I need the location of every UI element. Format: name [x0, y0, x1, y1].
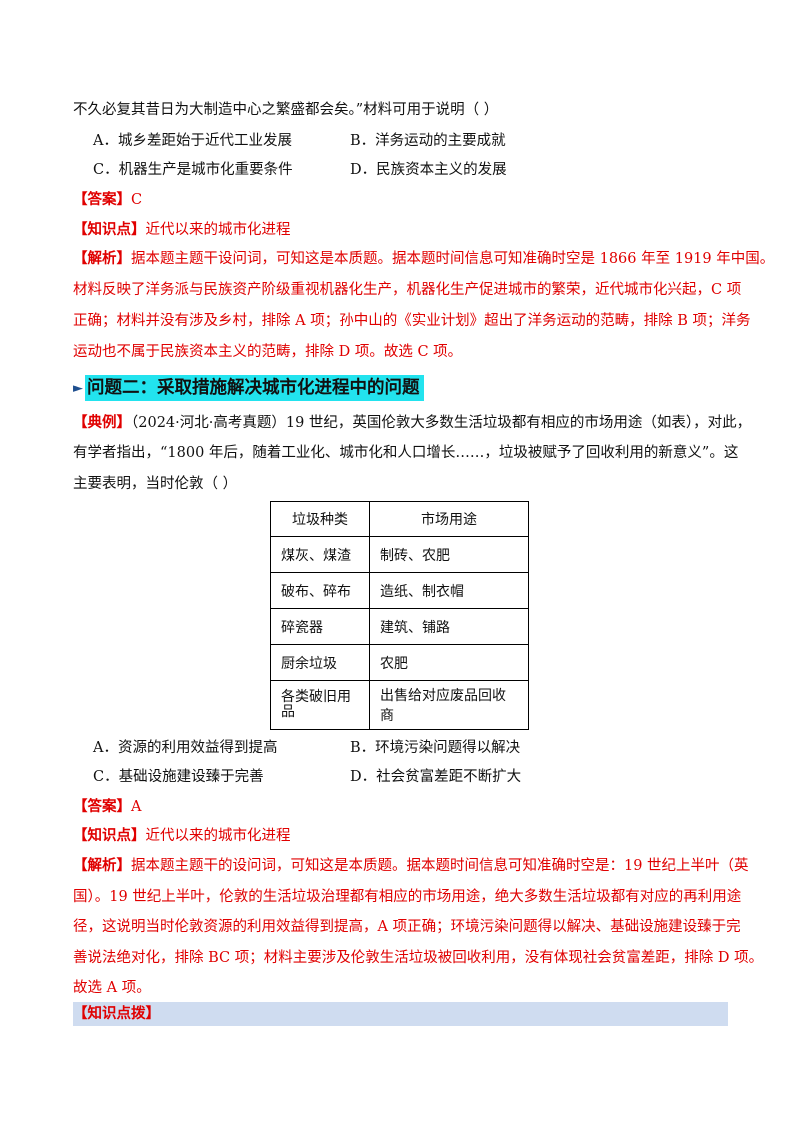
q2-analysis-line-1: 【解析】据本题主题干的设问词，可知这是本质题。据本题时间信息可知准确时空是：19…	[73, 854, 749, 875]
option-letter: A．	[93, 740, 118, 756]
q2-analysis-line-5: 故选 A 项。	[73, 980, 151, 996]
q1-analysis-line-1: 【解析】据本题主题干设问词，可知这是本质题。据本题时间信息可知准确时空是 186…	[73, 247, 774, 268]
table-row: 厨余垃圾 农肥	[270, 644, 529, 681]
knowledge-value: 近代以来的城市化进程	[145, 828, 291, 844]
q1-option-d: D．民族资本主义的发展	[350, 158, 507, 179]
triangle-marker-icon: ►	[73, 380, 83, 396]
knowledge-tag: 【知识点】	[73, 827, 146, 844]
table-cell: 煤灰、煤渣	[270, 536, 370, 573]
q1-option-a: A．城乡差距始于近代工业发展	[93, 129, 292, 150]
q2-option-c: C．基础设施建设臻于完善	[93, 765, 264, 786]
q1-option-b: B．洋务运动的主要成就	[350, 129, 506, 150]
section-title: 问题二：采取措施解决城市化进程中的问题	[85, 375, 424, 401]
option-letter: D．	[350, 162, 377, 178]
option-letter: A．	[93, 133, 118, 149]
option-letter: D．	[350, 769, 377, 785]
knowledge-value: 近代以来的城市化进程	[145, 222, 291, 238]
table-cell: 破布、碎布	[270, 572, 370, 609]
q2-stem-line-1: 【典例】（2024·河北·高考真题）19 世纪，英国伦敦大多数生活垃圾都有相应的…	[73, 411, 751, 432]
q1-analysis-line-3: 正确；材料并没有涉及乡村，排除 A 项；孙中山的《实业计划》超出了洋务运动的范畴…	[73, 313, 751, 329]
table-cell: 农肥	[369, 644, 529, 681]
answer-tag: 【答案】	[73, 798, 131, 815]
waste-usage-table: 垃圾种类 市场用途 煤灰、煤渣 制砖、农肥 破布、碎布 造纸、制衣帽 碎瓷器 建…	[270, 501, 529, 730]
table-cell: 出售给对应废品回收商	[369, 680, 529, 730]
table-cell: 制砖、农肥	[369, 536, 529, 573]
table-header-cell: 垃圾种类	[270, 501, 370, 537]
q2-stem-line-2: 有学者指出，“1800 年后，随着工业化、城市化和人口增长……，垃圾被赋予了回收…	[73, 445, 739, 461]
table-cell: 造纸、制衣帽	[369, 572, 529, 609]
table-header-cell: 市场用途	[369, 501, 529, 537]
option-text: 机器生产是城市化重要条件	[118, 162, 293, 178]
q2-knowledge: 【知识点】近代以来的城市化进程	[73, 824, 291, 845]
table-cell: 各类破旧用品	[270, 680, 370, 730]
option-text: 基础设施建设臻于完善	[118, 769, 264, 785]
option-letter: B．	[350, 133, 376, 149]
q1-stem-tail: 不久必复其昔日为大制造中心之繁盛都会矣。”材料可用于说明（ ）	[73, 102, 499, 118]
knowledge-tip-bar: 【知识点拨】	[73, 1002, 728, 1026]
analysis-tag: 【解析】	[73, 250, 131, 267]
option-letter: C．	[93, 769, 119, 785]
option-letter: C．	[93, 162, 119, 178]
q2-answer: 【答案】A	[73, 795, 141, 816]
q2-option-a: A．资源的利用效益得到提高	[93, 736, 277, 757]
table-row: 各类破旧用品 出售给对应废品回收商	[270, 680, 529, 730]
option-text: 资源的利用效益得到提高	[117, 740, 278, 756]
analysis-text: 据本题主题干设问词，可知这是本质题。据本题时间信息可知准确时空是 1866 年至…	[131, 251, 775, 267]
table-row: 煤灰、煤渣 制砖、农肥	[270, 536, 529, 573]
q1-analysis-line-4: 运动也不属于民族资本主义的范畴，排除 D 项。故选 C 项。	[73, 344, 463, 360]
option-text: 社会贫富差距不断扩大	[376, 769, 522, 785]
option-letter: B．	[350, 740, 376, 756]
analysis-tag: 【解析】	[73, 857, 131, 874]
option-text: 民族资本主义的发展	[376, 162, 507, 178]
q1-option-c: C．机器生产是城市化重要条件	[93, 158, 293, 179]
analysis-text: 据本题主题干的设问词，可知这是本质题。据本题时间信息可知准确时空是：19 世纪上…	[131, 858, 749, 874]
table-row: 碎瓷器 建筑、铺路	[270, 608, 529, 645]
option-text: 环境污染问题得以解决	[375, 740, 521, 756]
answer-value: C	[131, 192, 143, 208]
q1-analysis-line-2: 材料反映了洋务派与民族资产阶级重视机器化生产，机器化生产促进城市的繁荣，近代城市…	[73, 282, 742, 298]
table-cell: 碎瓷器	[270, 608, 370, 645]
answer-value: A	[131, 799, 142, 815]
table-row: 破布、碎布 造纸、制衣帽	[270, 572, 529, 609]
q2-option-b: B．环境污染问题得以解决	[350, 736, 520, 757]
q2-analysis-line-2: 国）。19 世纪上半叶，伦敦的生活垃圾治理都有相应的市场用途，绝大多数生活垃圾都…	[73, 889, 742, 905]
q2-analysis-line-3: 径，这说明当时伦敦资源的利用效益得到提高，A 项正确；环境污染问题得以解决、基础…	[73, 919, 741, 935]
q1-answer: 【答案】C	[73, 188, 142, 209]
knowledge-tag: 【知识点】	[73, 221, 146, 238]
table-header-row: 垃圾种类 市场用途	[270, 501, 529, 537]
tip-label: 【知识点拨】	[73, 1005, 160, 1022]
q2-stem-line-3: 主要表明，当时伦敦（ ）	[73, 476, 238, 492]
option-text: 城乡差距始于近代工业发展	[117, 133, 292, 149]
table-cell: 建筑、铺路	[369, 608, 529, 645]
table-cell: 厨余垃圾	[270, 644, 370, 681]
q2-analysis-line-4: 善说法绝对化，排除 BC 项；材料主要涉及伦敦生活垃圾被回收利用，没有体现社会贫…	[73, 950, 764, 966]
section-heading: ► 问题二：采取措施解决城市化进程中的问题	[73, 375, 445, 401]
q1-knowledge: 【知识点】近代以来的城市化进程	[73, 218, 291, 239]
option-text: 洋务运动的主要成就	[375, 133, 506, 149]
example-tag: 【典例】	[73, 414, 131, 431]
stem-text: （2024·河北·高考真题）19 世纪，英国伦敦大多数生活垃圾都有相应的市场用途…	[131, 415, 752, 431]
q2-option-d: D．社会贫富差距不断扩大	[350, 765, 521, 786]
answer-tag: 【答案】	[73, 191, 131, 208]
